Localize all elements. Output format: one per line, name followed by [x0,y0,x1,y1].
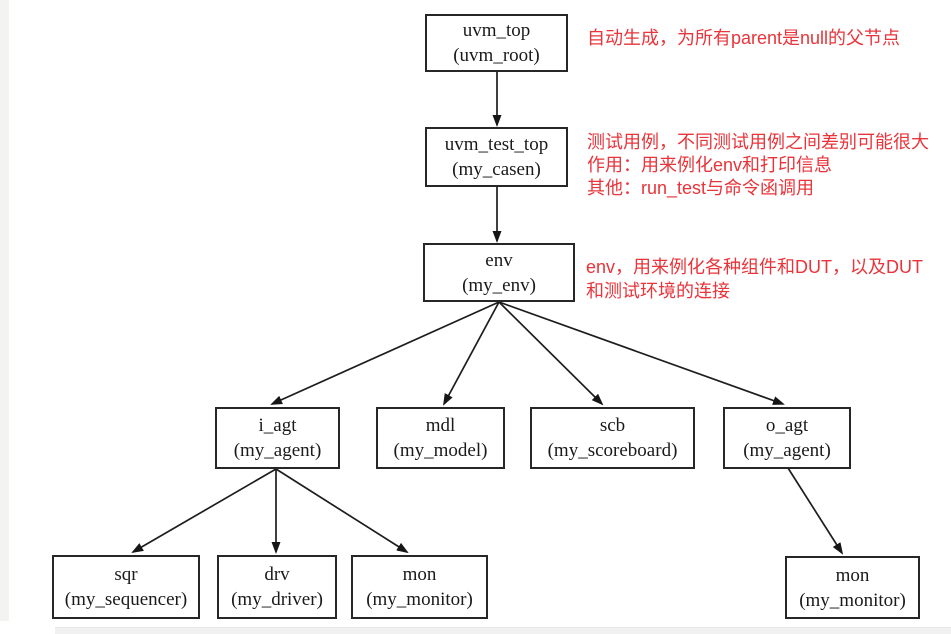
node-label: o_agt [765,415,809,436]
annotation-uvm-test-top: 测试用例，不同测试用例之间差别可能很大 作用：用来例化env和打印信息 其他：r… [587,131,929,200]
annotation-uvm-top: 自动生成，为所有parent是null的父节点 [587,27,900,50]
node-label: i_agt [258,415,297,436]
node-class-name: (my_model) [393,440,488,461]
arrow-env-to-mdl [443,301,500,406]
node-uvm-test-top: uvm_test_top (my_casen) [425,127,568,187]
node-label: mon [835,564,870,586]
node-mon-input: mon (my_monitor) [351,555,488,619]
node-class-name: (my_casen) [452,159,541,180]
node-mdl: mdl (my_model) [376,407,505,469]
arrow-oagt-to-mon [787,467,844,555]
node-sqr: sqr (my_sequencer) [52,555,200,619]
annotation-line: env，用来例化各种组件和DUT，以及DUT [586,257,924,277]
annotation-line: 作用：用来例化env和打印信息 [587,155,833,175]
annotation-line: 自动生成，为所有parent是null的父节点 [587,28,901,48]
arrow-iagt-to-mon [275,468,409,554]
node-label: sqr [114,564,138,585]
node-scb: scb (my_scoreboard) [530,407,695,469]
arrow-iagt-to-sqr [131,468,277,554]
annotation-env: env，用来例化各种组件和DUT，以及DUT 和测试环境的连接 [586,255,923,303]
node-class-name: (my_driver) [231,589,323,610]
bottom-margin-strip [55,627,951,634]
node-label: scb [599,415,626,436]
node-o-agt: o_agt (my_agent) [723,407,851,469]
node-label: uvm_test_top [444,134,549,155]
node-drv: drv (my_driver) [217,555,337,619]
arrow-env-to-scb [498,301,604,406]
node-uvm-top: uvm_top (uvm_root) [425,14,568,72]
node-env: env (my_env) [423,243,575,302]
node-label: env [485,249,513,271]
node-class-name: (my_env) [462,274,536,296]
annotation-line: 其他：run_test与命令函调用 [587,178,815,198]
annotation-line: 和测试环境的连接 [586,281,730,301]
node-class-name: (my_sequencer) [64,589,188,610]
node-class-name: (uvm_root) [453,45,540,66]
node-label: drv [264,564,290,585]
node-i-agt: i_agt (my_agent) [215,407,340,469]
left-margin-strip [0,0,9,621]
arrow-env-to-iagt [270,301,500,405]
node-label: mon [402,564,437,585]
node-class-name: (my_monitor) [799,589,906,611]
node-class-name: (my_scoreboard) [547,440,678,461]
node-label: uvm_top [462,20,531,41]
node-label: mdl [425,415,456,436]
node-class-name: (my_agent) [233,440,322,461]
arrow-env-to-oagt [498,301,785,405]
annotation-line: 测试用例，不同测试用例之间差别可能很大 [587,132,929,152]
node-class-name: (my_monitor) [366,589,473,610]
node-mon-output: mon (my_monitor) [785,556,920,619]
node-class-name: (my_agent) [743,440,831,461]
